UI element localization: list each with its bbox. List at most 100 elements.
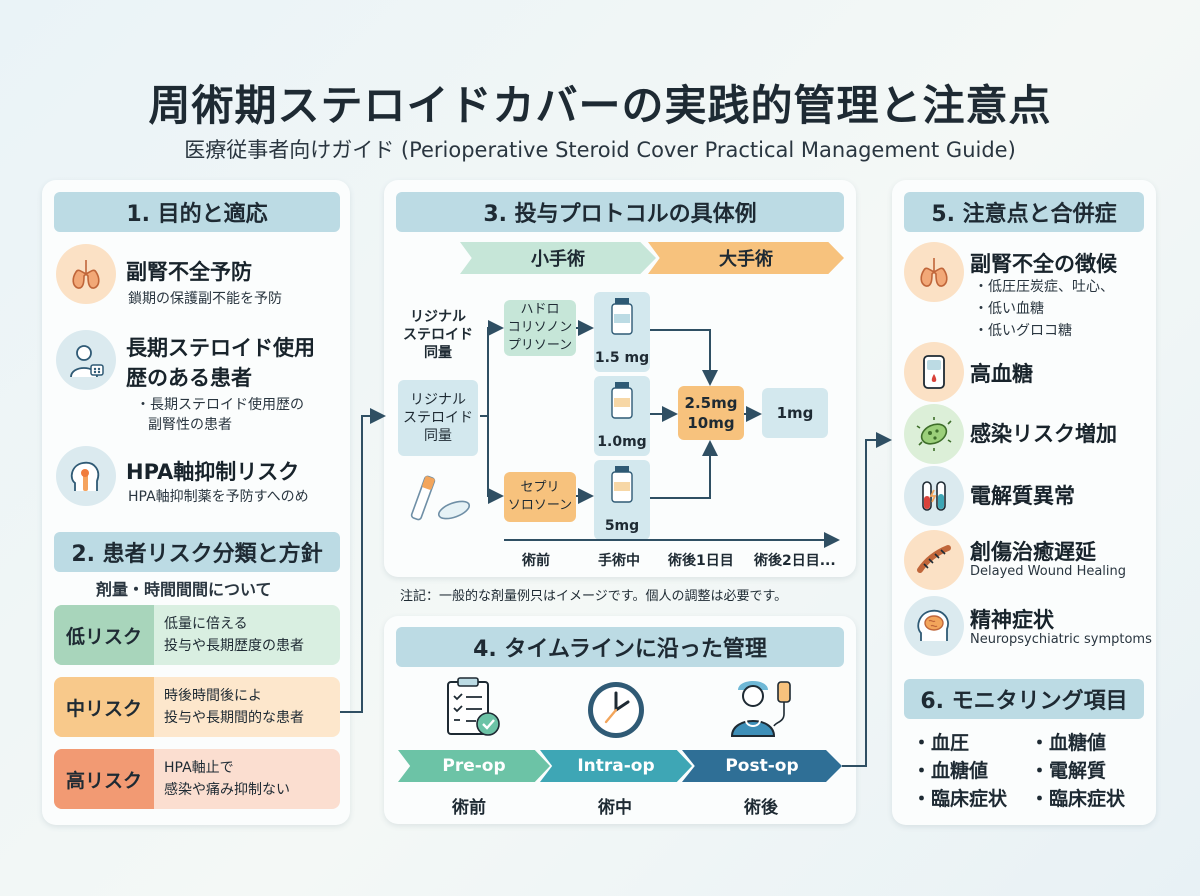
risk-low-desc: 低量に倍える投与や長期歴度の患者 [164, 613, 304, 657]
doctor-icon [56, 330, 116, 390]
phase-intraop-arrow: Intra-op [540, 750, 692, 782]
risk-medium-line-1: 時後時間後によ [164, 688, 262, 704]
section-6-heading: 6. モニタリング項目 [904, 679, 1144, 719]
risk-low-line-1: 低量に倍える [164, 616, 248, 632]
caution-adrenal-bullet-1: ・低圧圧炭症、吐心、 [974, 279, 1114, 295]
monitor-right-2: ・電解質 [1030, 760, 1107, 782]
risk-low-label: 低リスク [54, 605, 154, 665]
risk-low-line-2: 投与や長期歴度の患者 [164, 638, 304, 654]
purpose-adrenal-title: 副腎不全予防 [126, 260, 252, 284]
lungs-warning-icon [904, 242, 964, 302]
caution-adrenal-title: 副腎不全の徴候 [970, 252, 1117, 276]
drug-a-line-2: コリソノン [507, 320, 573, 335]
vial-dose-2: 1.0mg [594, 376, 650, 456]
risk-medium-label: 中リスク [54, 677, 154, 737]
original-steroid-label-1: リジナルステロイド同量 [396, 300, 480, 370]
risk-high-label: 高リスク [54, 749, 154, 809]
chevron-minor-surgery: 小手術 [460, 242, 656, 274]
caution-psych-sub: Neuropsychiatric symptoms [970, 632, 1152, 647]
combined-line-2: 10mg [687, 414, 735, 432]
risk-high-line-2: 感染や痛み抑制ない [164, 782, 290, 798]
combined-dose-box: 2.5mg 10mg [678, 386, 744, 440]
protocol-note: 注記：一般的な剤量例只はイメージです。個人の調整は必要です。 [400, 589, 788, 604]
risk-medium-line-2: 投与や長期間的な患者 [164, 710, 304, 726]
page-subtitle: 医療従事者向けガイド (Perioperative Steroid Cover … [184, 138, 1016, 162]
purpose-hpa-sub: HPA軸抑制薬を予防すへのめ [128, 489, 309, 505]
axis-intraop: 手術中 [598, 553, 640, 569]
brain-icon [904, 596, 964, 656]
caution-adrenal-bullet-2: ・低い血糖 [974, 301, 1044, 317]
orig2-line-2: ステロイド [403, 410, 473, 426]
section-2-heading: 2. 患者リスク分類と方針 [54, 532, 340, 572]
risk-high: 高リスク HPA軸止で感染や痛み抑制ない [54, 749, 340, 809]
axis-preop: 術前 [522, 553, 550, 569]
monitor-left-1: ・血圧 [912, 732, 970, 754]
combined-line-1: 2.5mg [684, 394, 738, 412]
lungs-icon [56, 244, 116, 304]
monitor-left-2: ・血糖値 [912, 760, 989, 782]
section-5-heading: 5. 注意点と合併症 [904, 192, 1144, 232]
page-title: 周術期ステロイドカバーの実践的管理と注意点 [148, 81, 1052, 130]
risk-subtitle: 剤量・時間間間について [96, 580, 272, 599]
purpose-longterm-bullet-1: ・長期ステロイド使用歴の [136, 397, 304, 413]
risk-medium: 中リスク 時後時間後によ投与や長期間的な患者 [54, 677, 340, 737]
purpose-longterm-bullet-2: 副腎性の患者 [148, 417, 232, 433]
phase-postop-label: 術後 [744, 798, 778, 818]
phase-preop-label: 術前 [452, 798, 486, 818]
caution-wound-sub: Delayed Wound Healing [970, 564, 1127, 579]
drug-b-box: セプリソロソーン [504, 472, 576, 522]
clock-icon [584, 676, 648, 744]
purpose-adrenal-sub: 鎖期の保護副不能を予防 [128, 291, 282, 307]
orig1-line-2: ステロイド [403, 327, 473, 343]
phase-postop-arrow: Post-op [682, 750, 842, 782]
drug-a-line-1: ハドロ [520, 302, 560, 317]
risk-medium-desc: 時後時間後によ投与や長期間的な患者 [164, 685, 304, 729]
axis-postop-day2: 術後2日目... [754, 553, 836, 569]
purpose-longterm-title-1: 長期ステロイド使用 [126, 336, 315, 360]
dose-2-label: 1.0mg [597, 434, 647, 450]
glucometer-icon [904, 342, 964, 402]
vial-dose-1: 1.5 mg [594, 292, 650, 372]
caution-psych-title: 精神症状 [970, 608, 1054, 632]
test-tube-icon [904, 466, 964, 526]
clipboard-icon [440, 676, 504, 744]
caution-hyperglycemia-title: 高血糖 [970, 362, 1033, 386]
section-4-heading: 4. タイムラインに沿った管理 [396, 627, 844, 667]
chevron-major-surgery: 大手術 [648, 242, 844, 274]
orig1-line-1: リジナル [410, 309, 466, 325]
wound-icon [904, 530, 964, 590]
bacteria-icon [904, 404, 964, 464]
risk-high-line-1: HPA軸止で [164, 760, 234, 776]
drug-b-line-1: セプリ [520, 480, 560, 495]
drug-a-line-3: プリソーン [507, 338, 573, 353]
risk-high-desc: HPA軸止で感染や痛み抑制ない [164, 757, 290, 801]
section-1-heading: 1. 目的と適応 [54, 192, 340, 232]
caution-electrolyte-title: 電解質異常 [970, 484, 1075, 508]
monitor-left-3: ・臨床症状 [912, 788, 1008, 810]
phase-preop-arrow: Pre-op [398, 750, 550, 782]
caution-infection-title: 感染リスク増加 [970, 422, 1117, 446]
monitor-right-1: ・血糖値 [1030, 732, 1107, 754]
axis-postop-day1: 術後1日目 [668, 553, 734, 569]
dose-1-label: 1.5 mg [594, 350, 650, 366]
purpose-longterm-title-2: 歴のある患者 [126, 366, 252, 390]
orig2-line-1: リジナル [410, 392, 466, 408]
section-3-heading: 3. 投与プロトコルの具体例 [396, 192, 844, 232]
risk-low: 低リスク 低量に倍える投与や長期歴度の患者 [54, 605, 340, 665]
drug-a-box: ハドロコリソノンプリソーン [504, 300, 576, 356]
vial-dose-3: 5mg [594, 460, 650, 540]
final-dose-box: 1mg [762, 388, 828, 438]
syringe-icon [404, 470, 474, 532]
dose-3-label: 5mg [604, 518, 640, 534]
purpose-hpa-title: HPA軸抑制リスク [126, 460, 300, 484]
monitor-right-3: ・臨床症状 [1030, 788, 1126, 810]
orig2-line-3: 同量 [424, 428, 452, 444]
drug-b-line-2: ソロソーン [507, 498, 573, 513]
surgeon-iv-icon [724, 674, 796, 746]
caution-wound-title: 創傷治癒遅延 [970, 540, 1096, 564]
original-steroid-box: リジナルステロイド同量 [398, 380, 478, 456]
orig1-line-3: 同量 [424, 345, 452, 361]
caution-adrenal-bullet-3: ・低いグロコ糖 [974, 323, 1072, 339]
phase-intraop-label: 術中 [598, 798, 632, 818]
head-spine-icon [56, 446, 116, 506]
